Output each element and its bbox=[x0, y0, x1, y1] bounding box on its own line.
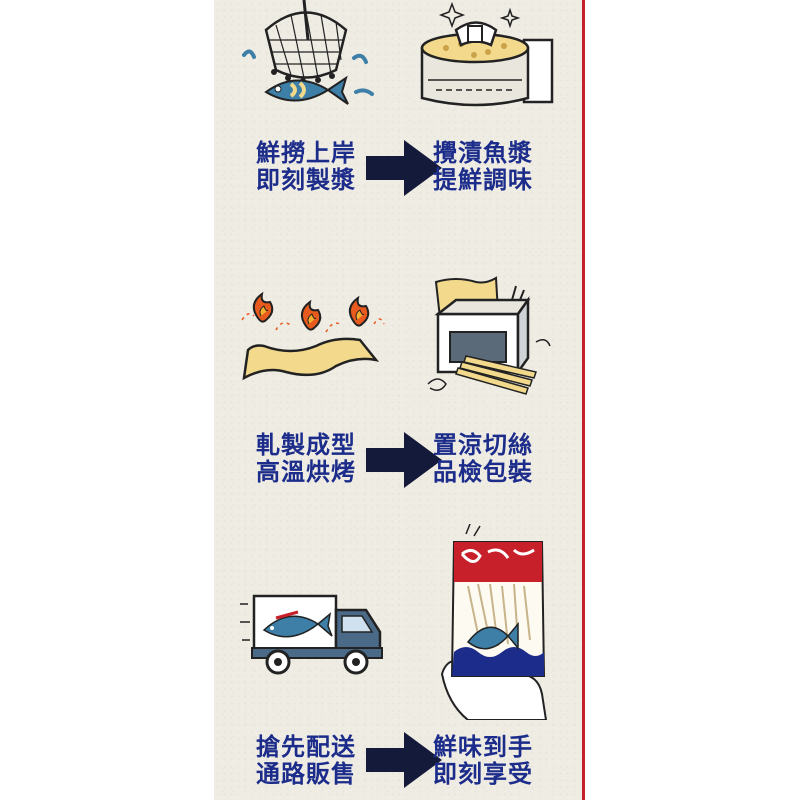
step-2-line-1: 攪漬魚漿 bbox=[433, 139, 533, 167]
snack-bag-icon bbox=[440, 524, 548, 720]
shredder-icon bbox=[427, 276, 551, 395]
step-5-text: 搶先配送 通路販售 bbox=[256, 734, 356, 788]
mixer-icon bbox=[420, 1, 554, 107]
delivery-truck-icon bbox=[240, 594, 383, 675]
step-2-line-2: 提鮮調味 bbox=[433, 166, 533, 194]
baking-fire-icon bbox=[241, 291, 385, 381]
step-2-text: 攪漬魚漿 提鮮調味 bbox=[433, 140, 533, 194]
step-4-text: 置涼切絲 品檢包裝 bbox=[433, 432, 533, 486]
step-1-text: 鮮撈上岸 即刻製漿 bbox=[256, 140, 356, 194]
step-5-line-2: 通路販售 bbox=[256, 760, 356, 788]
step-4-line-1: 置涼切絲 bbox=[433, 431, 533, 459]
arrow-right-icon bbox=[366, 432, 442, 488]
step-6-line-1: 鮮味到手 bbox=[433, 733, 533, 761]
step-5-line-1: 搶先配送 bbox=[256, 733, 356, 761]
step-4-line-2: 品檢包裝 bbox=[433, 458, 533, 486]
step-3-line-2: 高溫烘烤 bbox=[256, 458, 356, 486]
arrow-right-icon bbox=[366, 140, 442, 196]
step-6-line-2: 即刻享受 bbox=[433, 760, 533, 788]
fishing-net-icon bbox=[242, 0, 374, 105]
step-1-line-1: 鮮撈上岸 bbox=[256, 139, 356, 167]
right-border-line bbox=[582, 0, 585, 800]
arrow-right-icon bbox=[366, 732, 442, 788]
step-3-text: 軋製成型 高溫烘烤 bbox=[256, 432, 356, 486]
step-3-line-1: 軋製成型 bbox=[256, 431, 356, 459]
step-1-line-2: 即刻製漿 bbox=[256, 166, 356, 194]
step-6-text: 鮮味到手 即刻享受 bbox=[433, 734, 533, 788]
